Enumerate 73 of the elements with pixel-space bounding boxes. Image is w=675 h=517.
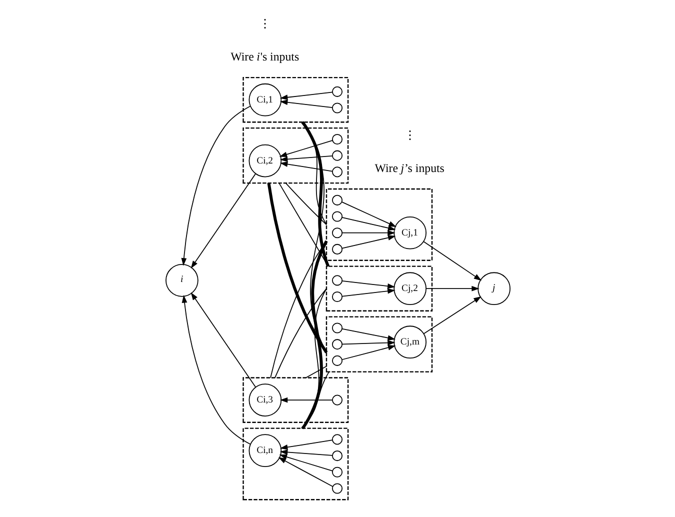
arrow: [279, 440, 332, 450]
node-circle: [331, 466, 342, 478]
arrow: [341, 340, 395, 346]
arrow: [279, 449, 332, 456]
connector: [304, 366, 326, 378]
connector: [274, 288, 326, 378]
arrow: [278, 140, 332, 158]
node-circle: Ci,2: [248, 144, 282, 178]
node-circle: [331, 292, 342, 302]
node-circle: [331, 134, 342, 144]
node-circle: Cj,1: [393, 216, 426, 250]
cluster: [325, 316, 432, 372]
arrow: [279, 100, 332, 108]
arrow: [341, 328, 395, 340]
node-circle: [331, 102, 342, 114]
label: Wire j’s inputs: [374, 160, 444, 175]
arrow: [341, 235, 396, 249]
node-circle: [331, 166, 342, 178]
connector: [300, 240, 328, 430]
cluster: [242, 428, 348, 500]
node-circle: [331, 194, 342, 206]
label: ⋮: [258, 16, 271, 31]
arrow: [278, 457, 333, 487]
node-circle: [331, 244, 342, 254]
arrow: [341, 280, 395, 289]
node-circle: Cj,m: [393, 326, 426, 359]
arrow: [180, 106, 250, 266]
node-circle: [331, 339, 342, 350]
node-circle: Ci,1: [248, 83, 282, 116]
cluster: [325, 266, 432, 312]
node-circle: [331, 86, 342, 97]
arrow: [190, 292, 256, 388]
node-circle: [331, 450, 342, 462]
connector: [266, 182, 328, 354]
cluster: [325, 188, 432, 261]
arrow: [341, 344, 396, 360]
arrow: [279, 397, 332, 403]
arrow: [181, 295, 250, 445]
arrow: [341, 217, 396, 231]
node-circle: [331, 322, 342, 334]
arrow: [279, 162, 332, 172]
cluster: [242, 377, 348, 423]
node-circle: [331, 355, 342, 366]
node-circle: Ci,3: [248, 384, 282, 416]
arrow: [190, 173, 256, 268]
arrow: [278, 454, 332, 472]
arrow: [422, 296, 481, 334]
cluster: [242, 76, 348, 123]
arrow: [341, 288, 395, 297]
connector: [278, 182, 328, 267]
arrow: [279, 92, 332, 100]
label: Wire i's inputs: [230, 49, 299, 64]
arrow: [422, 241, 482, 281]
arrow: [279, 155, 332, 162]
arrow: [425, 286, 479, 292]
arrow: [341, 230, 395, 236]
node-circle: Ci,n: [248, 434, 282, 468]
node-circle: [331, 434, 342, 445]
node-circle: [331, 394, 342, 406]
node-circle: [331, 228, 342, 238]
node-circle: [331, 483, 342, 494]
node-circle: [331, 150, 342, 161]
connector: [284, 182, 326, 226]
node-circle: i: [165, 264, 198, 297]
connector: [300, 371, 329, 429]
arrow: [340, 201, 396, 227]
connector: [300, 121, 330, 267]
cluster: [242, 128, 348, 184]
node-circle: [331, 275, 342, 286]
label: ⋮: [404, 128, 416, 142]
node-circle: Cj,2: [393, 272, 426, 306]
node-circle: j: [477, 272, 510, 306]
node-circle: [331, 211, 342, 222]
